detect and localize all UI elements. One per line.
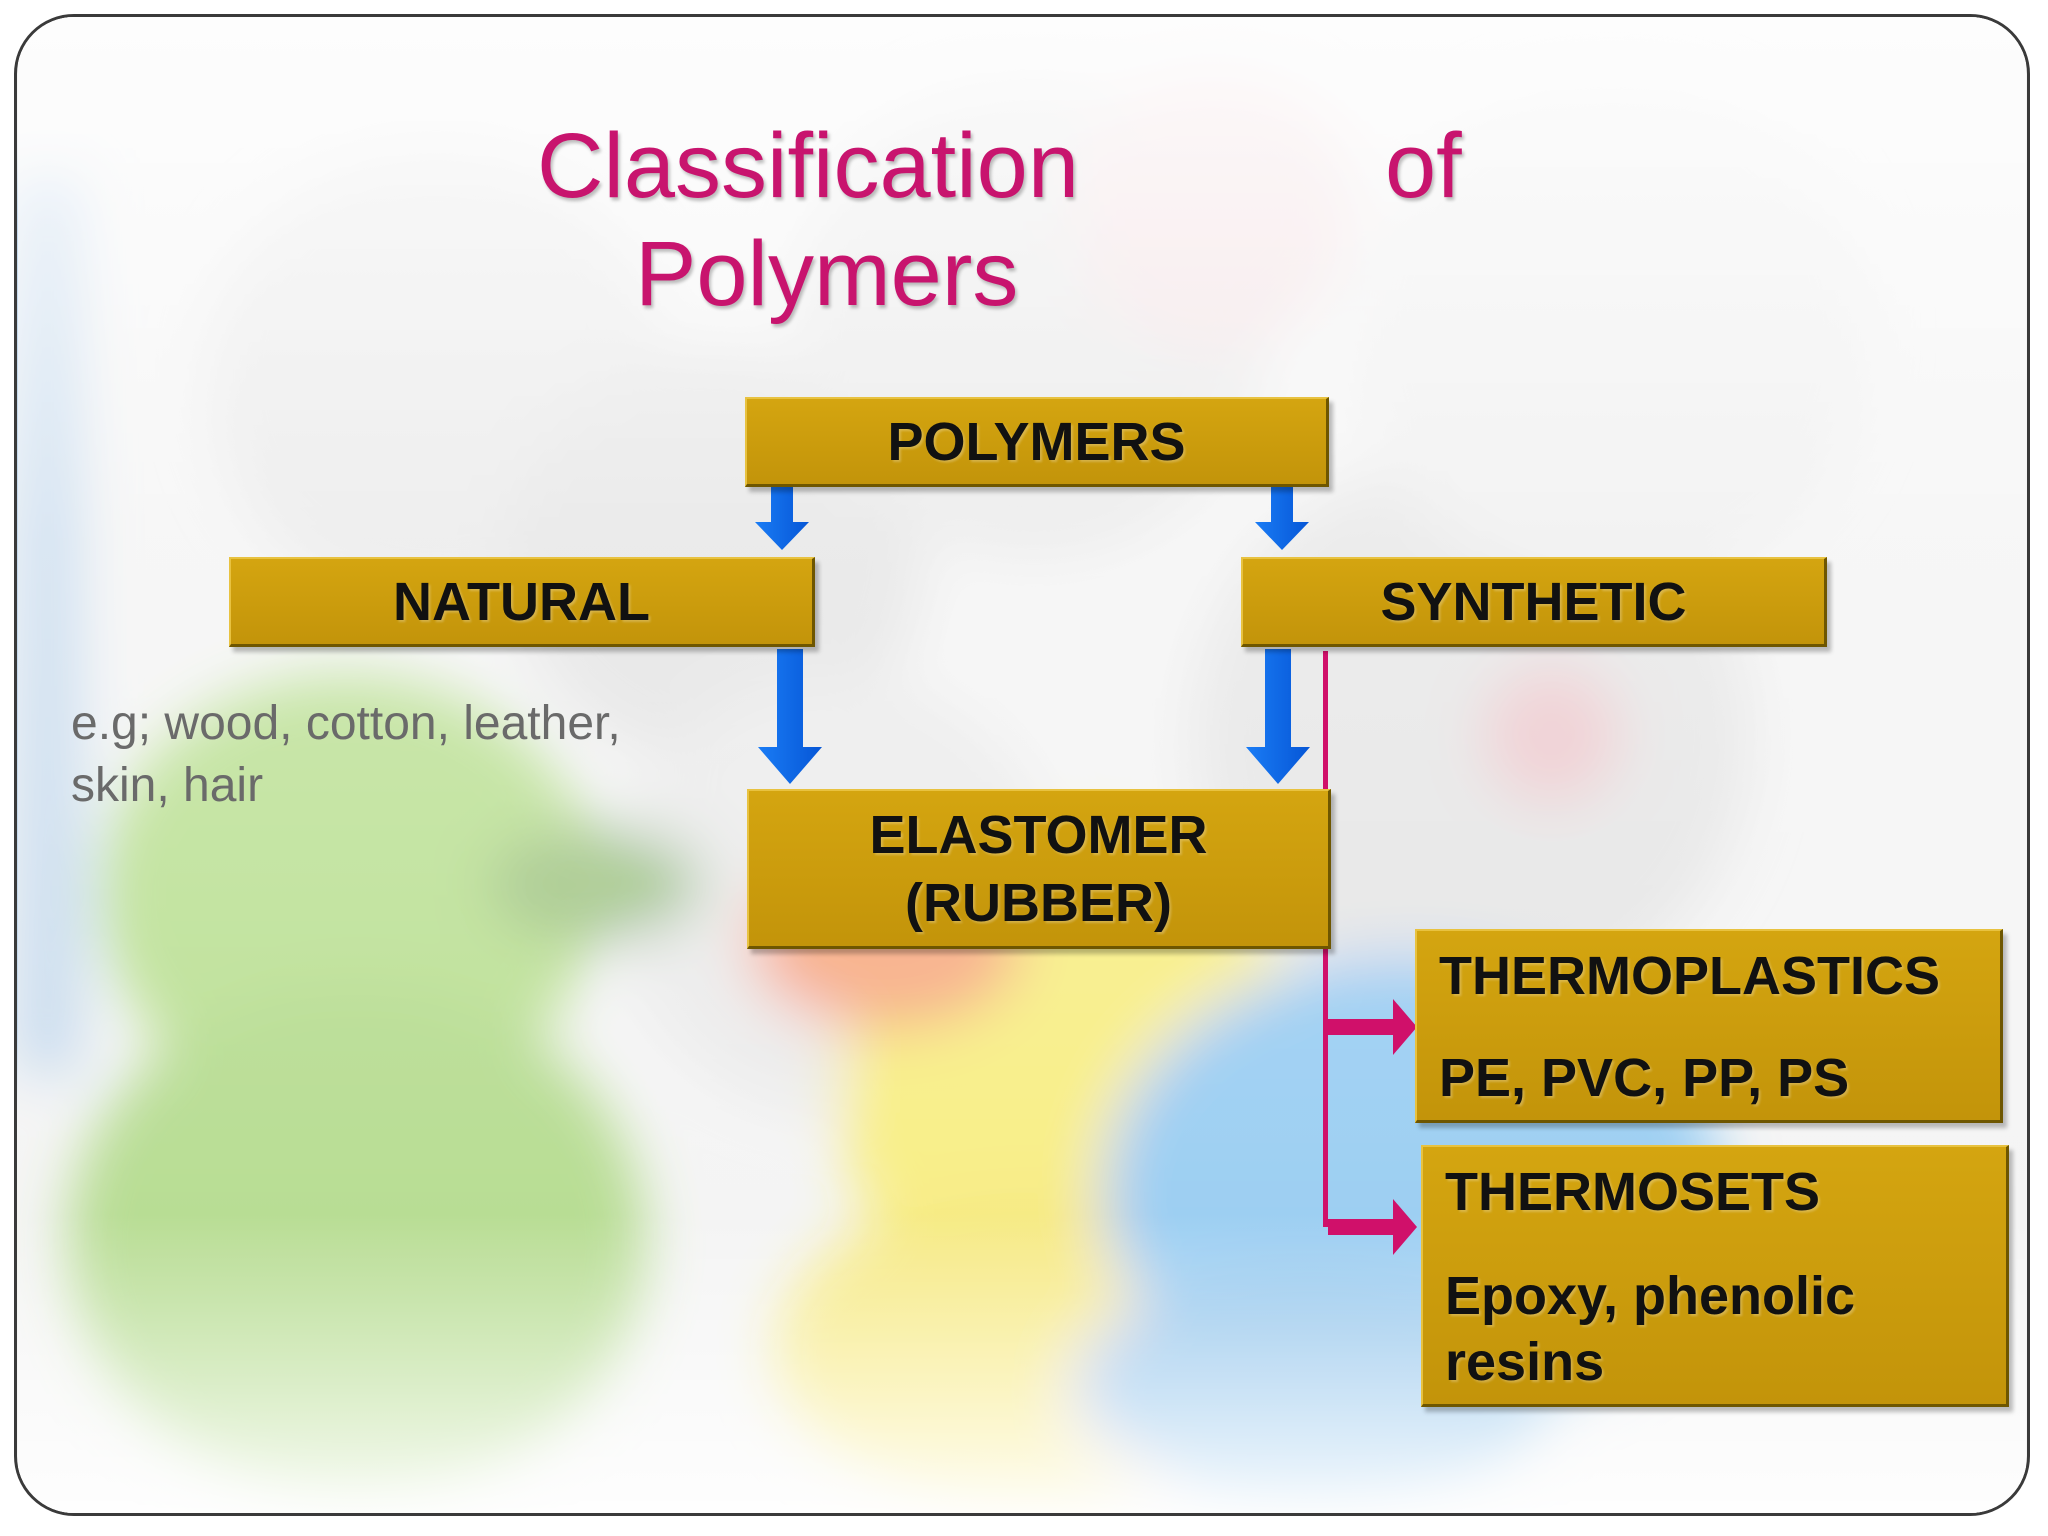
natural-box: NATURAL bbox=[229, 557, 815, 647]
thermosets-examples-line1: Epoxy, phenolic bbox=[1445, 1266, 1856, 1326]
natural-examples: e.g; wood, cotton, leather, skin, hair bbox=[71, 693, 711, 817]
natural-label: NATURAL bbox=[393, 571, 650, 632]
synthetic-label: SYNTHETIC bbox=[1380, 571, 1687, 632]
thermosets-examples-line2: resins bbox=[1445, 1332, 1605, 1392]
elastomer-label: ELASTOMER bbox=[869, 804, 1208, 865]
natural-examples-line1: e.g; wood, cotton, leather, bbox=[71, 697, 621, 750]
elastomer-box: ELASTOMER (RUBBER) bbox=[747, 789, 1331, 949]
title-line2: Polymers bbox=[635, 223, 1019, 325]
natural-examples-line2: skin, hair bbox=[71, 759, 264, 812]
arrow-polymers-to-synthetic bbox=[1255, 487, 1309, 550]
title-of: of bbox=[1385, 115, 1462, 217]
polymers-box: POLYMERS bbox=[745, 397, 1329, 487]
arrow-polymers-to-natural bbox=[755, 487, 809, 550]
thermosets-box: THERMOSETS Epoxy, phenolic resins bbox=[1421, 1145, 2009, 1407]
thermoplastics-box: THERMOPLASTICS PE, PVC, PP, PS bbox=[1415, 929, 2003, 1123]
thermosets-heading: THERMOSETS bbox=[1445, 1162, 1821, 1222]
thermoplastics-heading: THERMOPLASTICS bbox=[1439, 946, 1941, 1006]
polymers-label: POLYMERS bbox=[887, 411, 1186, 472]
title-line1: Classification bbox=[537, 115, 1079, 217]
arrow-to-thermoplastics bbox=[1328, 999, 1417, 1055]
synthetic-box: SYNTHETIC bbox=[1241, 557, 1827, 647]
slide: Classification of Polymers POLYMERS NATU… bbox=[14, 14, 2030, 1516]
arrow-natural-to-elastomer bbox=[758, 649, 822, 784]
arrow-synthetic-to-elastomer bbox=[1246, 649, 1310, 784]
thermoplastics-examples: PE, PVC, PP, PS bbox=[1439, 1048, 1850, 1108]
rubber-label: (RUBBER) bbox=[905, 872, 1172, 933]
arrow-to-thermosets bbox=[1328, 1199, 1417, 1255]
background-photo bbox=[18, 17, 2026, 1513]
